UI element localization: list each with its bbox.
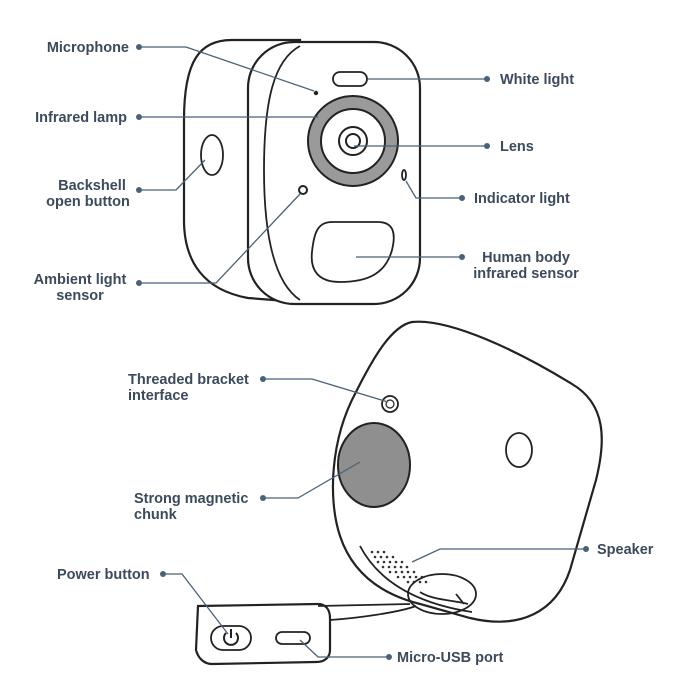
label-speaker: Speaker	[597, 542, 654, 558]
white-light-shape	[332, 71, 368, 87]
leader-lines	[136, 44, 589, 660]
label-threaded-line1: Threaded bracket	[128, 372, 249, 388]
front-camera	[182, 38, 422, 306]
label-indicator-light: Indicator light	[474, 191, 570, 207]
label-threaded-line2: interface	[128, 388, 188, 404]
back-camera-rim	[359, 545, 473, 613]
label-power-button: Power button	[57, 567, 150, 583]
backshell-open-button-shape	[200, 134, 224, 176]
label-infrared-lamp: Infrared lamp	[35, 110, 127, 126]
label-lens: Lens	[500, 139, 534, 155]
ports-panel	[194, 602, 332, 666]
label-human-line1: Human body	[482, 250, 570, 266]
threaded-bracket-inner	[385, 399, 395, 409]
label-backshell-line1: Backshell	[58, 178, 126, 194]
magnetic-chunk-shape	[337, 422, 411, 508]
ports-callout-circle	[407, 573, 477, 615]
ambient-light-sensor-shape	[298, 185, 308, 195]
microphone-hole	[313, 90, 319, 96]
ports-slot	[419, 591, 469, 605]
front-face-inner-edge	[263, 45, 301, 301]
label-magnetic-line2: chunk	[134, 507, 178, 523]
closeup-connector-right	[329, 605, 417, 621]
label-magnetic-line1: Strong magnetic	[134, 491, 248, 507]
back-camera	[331, 320, 603, 623]
power-icon	[223, 629, 239, 646]
label-white-light: White light	[500, 72, 574, 88]
human-body-sensor-shape	[310, 221, 395, 283]
ports-closeup	[194, 602, 417, 666]
speaker-grill	[370, 550, 428, 584]
lens-center	[345, 133, 361, 149]
closeup-connector-top	[317, 603, 411, 607]
label-microphone: Microphone	[47, 40, 129, 56]
threaded-bracket-shape	[381, 395, 399, 413]
back-hole-shape	[505, 432, 533, 468]
micro-usb-port-shape	[275, 631, 311, 645]
label-human-line2: infrared sensor	[473, 266, 579, 282]
label-ambient-line2: sensor	[56, 288, 104, 304]
label-micro-usb: Micro-USB port	[397, 650, 504, 666]
power-button-shape	[210, 625, 252, 651]
label-backshell-line2: open button	[46, 194, 130, 210]
back-camera-body	[331, 320, 603, 623]
label-ambient-line1: Ambient light	[34, 272, 127, 288]
indicator-light-shape	[401, 169, 407, 181]
labels: Microphone Infrared lamp Backshell open …	[34, 40, 654, 666]
